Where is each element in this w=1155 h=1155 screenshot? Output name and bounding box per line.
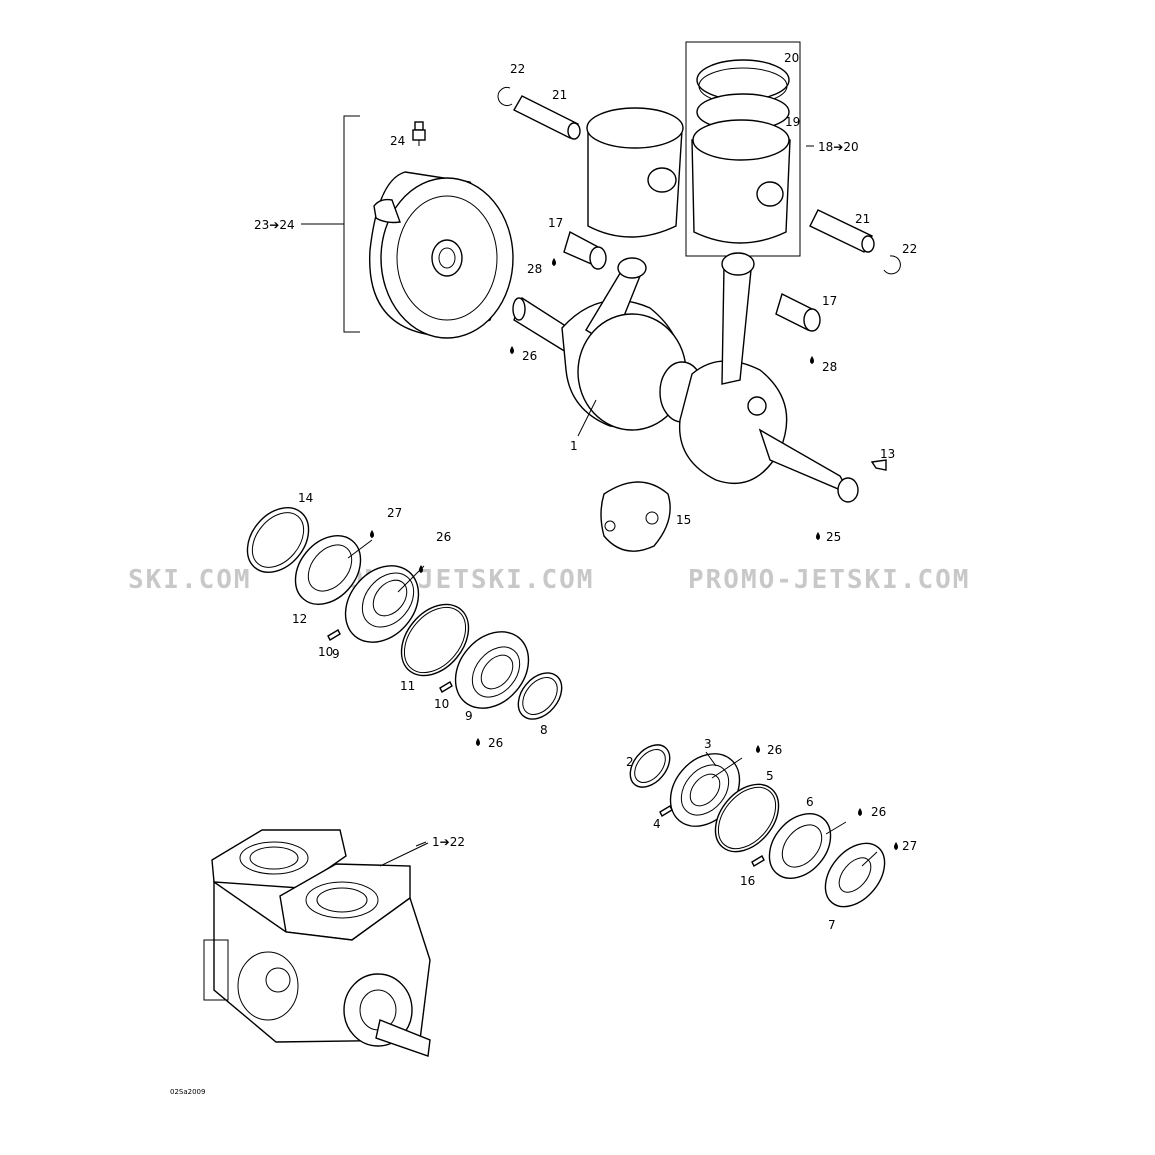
shim-14 bbox=[246, 507, 310, 573]
ball-bearing-9-lower bbox=[454, 631, 530, 709]
leader-lines bbox=[347, 399, 878, 867]
callout-19: 19 bbox=[785, 115, 800, 129]
ball-bearing-9-upper bbox=[344, 565, 420, 643]
callout-27a: 27 bbox=[387, 506, 402, 520]
callout-21b: 21 bbox=[855, 212, 870, 226]
callout-20: 20 bbox=[784, 51, 799, 65]
callout-27b: 27 bbox=[902, 839, 917, 853]
watermark-left: SKI.COM bbox=[128, 565, 252, 595]
woodruff-key bbox=[870, 459, 887, 471]
callout-1-22: 1➔22 bbox=[432, 835, 465, 849]
callout-22a: 22 bbox=[510, 62, 525, 76]
callout-23-24: 23➔24 bbox=[254, 218, 295, 232]
flywheel bbox=[369, 171, 514, 339]
callout-26e: 26 bbox=[871, 805, 886, 819]
callout-3: 3 bbox=[704, 737, 712, 751]
piston-right bbox=[691, 119, 791, 244]
ring-11 bbox=[400, 603, 470, 677]
callout-16: 16 bbox=[740, 874, 755, 888]
engine-assembly bbox=[203, 829, 431, 1057]
circlip-right bbox=[883, 255, 901, 275]
circlip-left bbox=[497, 87, 513, 106]
callout-13: 13 bbox=[880, 447, 895, 461]
callout-22b: 22 bbox=[902, 242, 917, 256]
callout-26b: 26 bbox=[436, 530, 451, 544]
piston-pin-right bbox=[809, 209, 875, 253]
piston-pin-left bbox=[513, 95, 581, 140]
callout-11: 11 bbox=[400, 679, 415, 693]
callout-14: 14 bbox=[298, 491, 313, 505]
piston-rings bbox=[696, 59, 790, 131]
callout-8: 8 bbox=[540, 723, 548, 737]
ring-8 bbox=[517, 672, 563, 720]
crankshaft bbox=[512, 252, 859, 503]
callout-5: 5 bbox=[766, 769, 774, 783]
pin-4 bbox=[659, 805, 673, 817]
callout-10a: 10 bbox=[318, 645, 333, 659]
callout-28b: 28 bbox=[822, 360, 837, 374]
grease-fitting bbox=[412, 121, 426, 146]
callout-1: 1 bbox=[570, 439, 578, 453]
callout-6: 6 bbox=[806, 795, 814, 809]
needle-bearing-right bbox=[775, 293, 821, 332]
ball-bearing-6 bbox=[768, 813, 832, 879]
callout-9b: 9 bbox=[465, 709, 473, 723]
callout-18-20: 18➔20 bbox=[818, 140, 859, 154]
callout-17b: 17 bbox=[822, 294, 837, 308]
callout-28a: 28 bbox=[527, 262, 542, 276]
distance-ring bbox=[600, 481, 671, 552]
drawing-code: 02Sa2009 bbox=[170, 1088, 205, 1096]
watermark-right: PROMO-JETSKI.COM bbox=[688, 565, 970, 595]
callout-26c: 26 bbox=[488, 736, 503, 750]
callout-2: 2 bbox=[626, 755, 634, 769]
oil-seal-12 bbox=[294, 535, 362, 605]
callout-17a: 17 bbox=[548, 216, 563, 230]
callout-25: 25 bbox=[826, 530, 841, 544]
callout-24: 24 bbox=[390, 134, 405, 148]
callout-26d: 26 bbox=[767, 743, 782, 757]
piston-left bbox=[586, 107, 684, 238]
ring-2 bbox=[629, 744, 671, 788]
callout-9a: 9 bbox=[332, 647, 340, 661]
callout-21a: 21 bbox=[552, 88, 567, 102]
callout-4: 4 bbox=[653, 817, 661, 831]
oil-drops bbox=[370, 258, 898, 850]
callouts: 1 2 3 4 5 6 7 8 9 9 10 10 11 12 13 14 15… bbox=[254, 51, 917, 932]
needle-bearing-left bbox=[563, 230, 607, 270]
callout-26a: 26 bbox=[522, 349, 537, 363]
pin-16 bbox=[751, 855, 765, 867]
pin-10-upper bbox=[327, 629, 341, 641]
pin-10-lower bbox=[439, 681, 453, 693]
callout-12: 12 bbox=[292, 612, 307, 626]
callout-10b: 10 bbox=[434, 697, 449, 711]
callout-15: 15 bbox=[676, 513, 691, 527]
flywheel-bracket bbox=[301, 115, 360, 333]
callout-7: 7 bbox=[828, 918, 836, 932]
